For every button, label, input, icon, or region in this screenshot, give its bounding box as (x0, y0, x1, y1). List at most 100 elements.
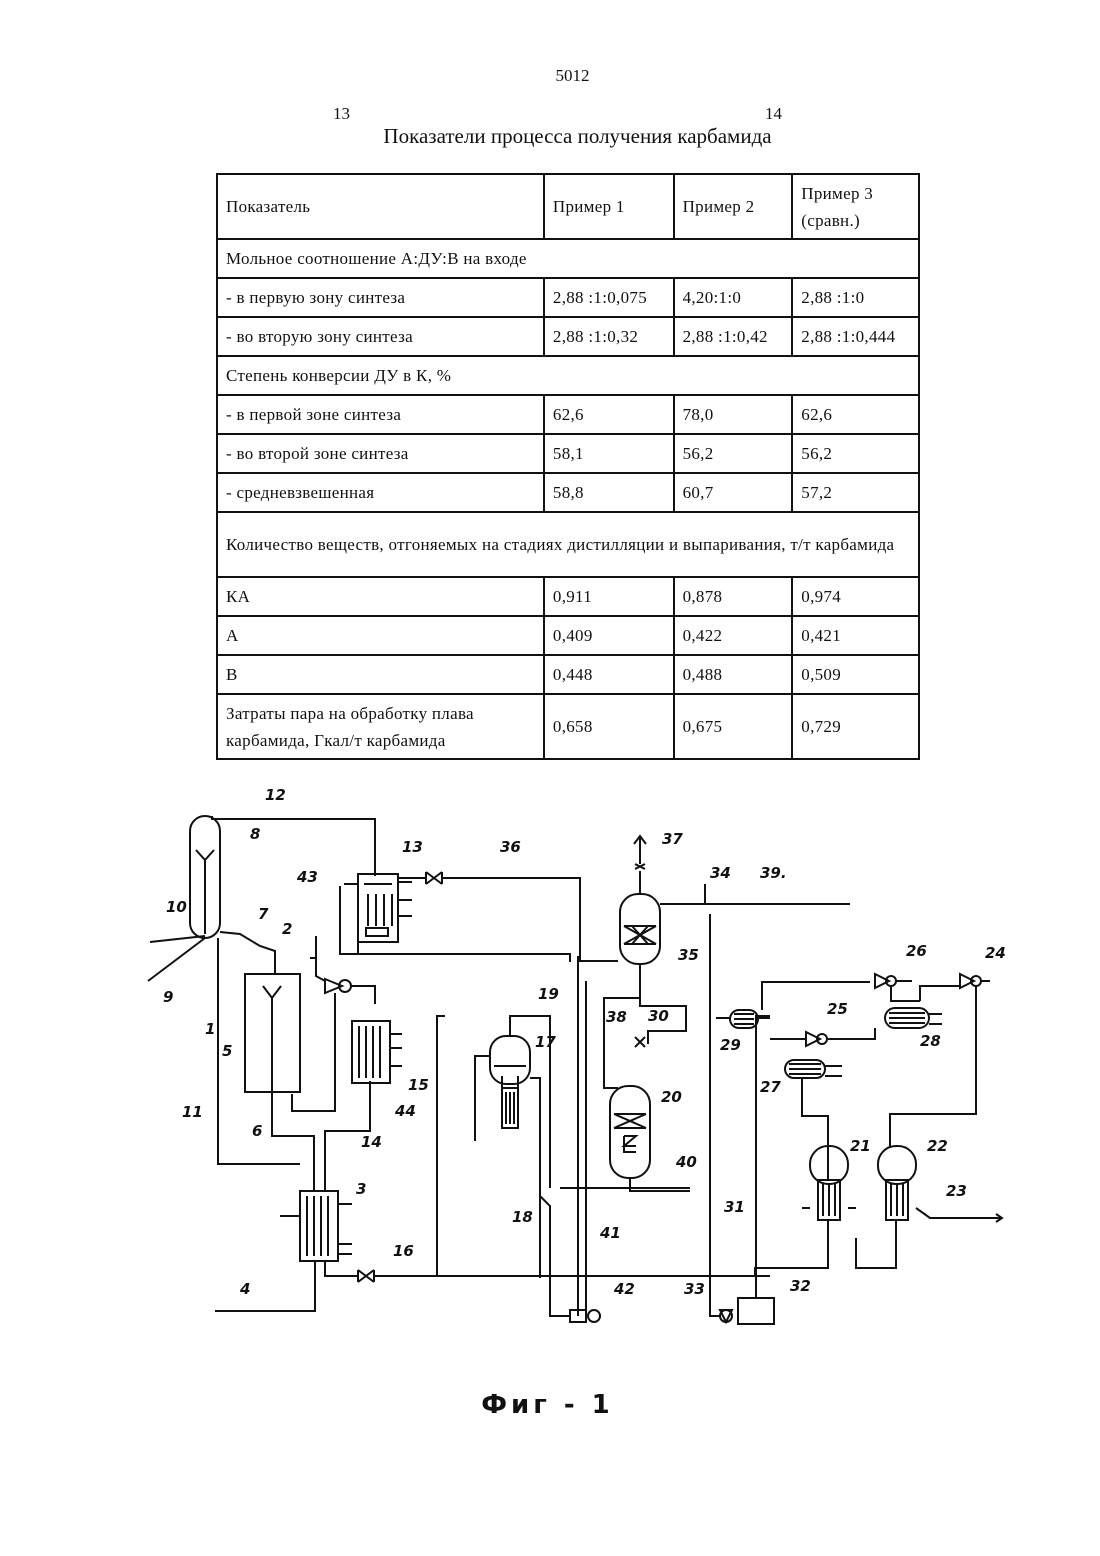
heat-exchanger-15-tubes (359, 1026, 380, 1078)
reactor-internal (196, 850, 214, 934)
diagram-label: 11 (182, 1103, 203, 1121)
line-2 (310, 936, 325, 981)
heat-exchanger-27-tubes (789, 1064, 821, 1074)
diagram-label: 13 (402, 838, 423, 856)
table-row: КА 0,911 0,878 0,974 (217, 577, 919, 616)
table-cell: Затраты пара на обработку плава карбамид… (217, 694, 544, 759)
heat-exchanger-28-tubes (889, 1013, 925, 1023)
line-23 (856, 1208, 1000, 1268)
condenser-13-tubes (364, 884, 392, 926)
column-number-right: 14 (765, 104, 782, 124)
section-heading: Мольное соотношение А:ДУ:В на входе (217, 239, 919, 278)
feed-lines (148, 936, 205, 981)
line-27-connections (802, 1066, 842, 1181)
diagram-label: 36 (500, 838, 521, 856)
process-indicators-table: Показатель Пример 1 Пример 2 Пример 3 (с… (216, 173, 920, 760)
page-number: 5012 (0, 66, 1100, 86)
diagram-label: 34 (710, 864, 731, 882)
section-heading-row: Мольное соотношение А:ДУ:В на входе (217, 239, 919, 278)
diagram-label: 28 (920, 1032, 941, 1050)
table-cell: 2,88 :1:0 (792, 278, 919, 317)
table-title: Показатели процесса получения карбамида (0, 124, 1100, 149)
line-4 (215, 1261, 315, 1311)
table-cell: 0,658 (544, 694, 674, 759)
table-cell: 56,2 (674, 434, 793, 473)
table-cell: 2,88 :1:0,075 (544, 278, 674, 317)
table-cell: КА (217, 577, 544, 616)
diagram-label: 32 (790, 1277, 811, 1295)
diagram-label: 5 (222, 1042, 232, 1060)
diagram-label: 27 (760, 1078, 781, 1096)
table-cell: - в первую зону синтеза (217, 278, 544, 317)
column-35-packing (624, 926, 656, 944)
line-41 (578, 956, 586, 1316)
header-cell: Пример 1 (544, 174, 674, 239)
table-cell: - во второй зоне синтеза (217, 434, 544, 473)
column-20-packing (614, 1114, 646, 1128)
diagram-label: 17 (535, 1033, 556, 1051)
evaporator-21-tubes (823, 1184, 835, 1216)
diagram-label: 25 (827, 1000, 848, 1018)
section-heading-row: Степень конверсии ДУ в К, % (217, 356, 919, 395)
column-5-internal (263, 986, 281, 1092)
table-cell: 0,911 (544, 577, 674, 616)
diagram-label: 15 (408, 1076, 429, 1094)
table-cell: - во вторую зону синтеза (217, 317, 544, 356)
table-cell: 0,974 (792, 577, 919, 616)
diagram-label: 29 (720, 1036, 741, 1054)
tank-32 (738, 1298, 774, 1324)
line-18-feed (475, 1056, 540, 1278)
heat-exchanger-15-ports (390, 1034, 402, 1066)
diagram-label: 16 (393, 1242, 414, 1260)
line-38 (604, 964, 640, 1088)
line-40 (630, 1178, 690, 1191)
table-row: - во вторую зону синтеза 2,88 :1:0,32 2,… (217, 317, 919, 356)
separator-17-internal (494, 1066, 526, 1094)
table-row: - во второй зоне синтеза 58,1 56,2 56,2 (217, 434, 919, 473)
line-31 (710, 914, 720, 1316)
table-cell: 0,422 (674, 616, 793, 655)
table-cell: 0,409 (544, 616, 674, 655)
table-cell: 57,2 (792, 473, 919, 512)
line-44-loop (292, 993, 335, 1111)
diagram-label: 12 (265, 786, 286, 804)
diagram-label: 41 (600, 1224, 621, 1242)
separator-17 (490, 1036, 530, 1084)
table-cell: 60,7 (674, 473, 793, 512)
table-row: А 0,409 0,422 0,421 (217, 616, 919, 655)
table-cell: 0,448 (544, 655, 674, 694)
diagram-label: 22 (927, 1137, 948, 1155)
line-37 (634, 836, 646, 894)
diagram-label: 23 (946, 1182, 967, 1200)
diagram-label: 40 (676, 1153, 697, 1171)
heat-exchanger-3-tubes (307, 1196, 328, 1256)
table-header-row: Показатель Пример 1 Пример 2 Пример 3 (с… (217, 174, 919, 239)
header-cell: Пример 2 (674, 174, 793, 239)
table-cell: 78,0 (674, 395, 793, 434)
separator-17-heater-tubes (506, 1092, 514, 1124)
table-cell: 0,878 (674, 577, 793, 616)
table-cell: 2,88 :1:0,42 (674, 317, 793, 356)
table-cell: 62,6 (792, 395, 919, 434)
heat-exchanger-28-ports (929, 1014, 942, 1024)
column-20-heater (624, 1136, 636, 1152)
line-16 (325, 1016, 445, 1276)
table-cell: 0,421 (792, 616, 919, 655)
heat-exchanger-29-tubes (734, 1014, 754, 1024)
table-cell: 0,675 (674, 694, 793, 759)
heat-exchanger-3-ports (280, 1204, 352, 1254)
process-flow-diagram (130, 776, 1020, 1376)
table-cell: 58,8 (544, 473, 674, 512)
header-cell: Показатель (217, 174, 544, 239)
diagram-label: 6 (252, 1122, 262, 1140)
table-cell: А (217, 616, 544, 655)
column-number-left: 13 (333, 104, 350, 124)
line-12 (212, 816, 375, 876)
diagram-label: 9 (163, 988, 173, 1006)
table-cell: В (217, 655, 544, 694)
heat-exchanger-15 (352, 1021, 390, 1083)
diagram-label: 35 (678, 946, 699, 964)
table-cell: - в первой зоне синтеза (217, 395, 544, 434)
line-43 (340, 886, 570, 962)
valve-36-icon (426, 872, 442, 884)
